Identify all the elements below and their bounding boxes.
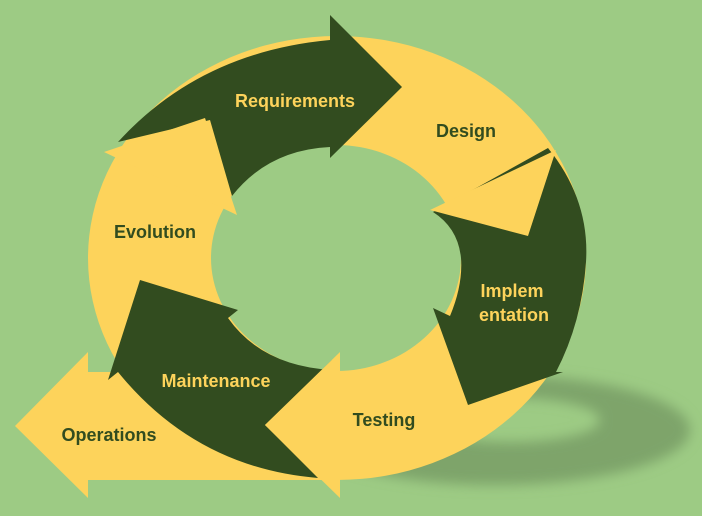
label-testing: Testing: [353, 410, 416, 430]
label-evolution: Evolution: [114, 222, 196, 242]
label-implementation-line2: entation: [479, 305, 549, 325]
requirements-arrow: [118, 15, 402, 196]
design-arrowhead: [430, 150, 556, 236]
label-implementation-line1: Implem: [480, 281, 543, 301]
evolution-arrowhead: [104, 118, 237, 215]
label-requirements: Requirements: [235, 91, 355, 111]
testing-arrowhead: [265, 352, 340, 498]
maintenance-arrow: [108, 280, 332, 478]
label-design: Design: [436, 121, 496, 141]
label-maintenance: Maintenance: [161, 371, 270, 391]
label-operations: Operations: [61, 425, 156, 445]
